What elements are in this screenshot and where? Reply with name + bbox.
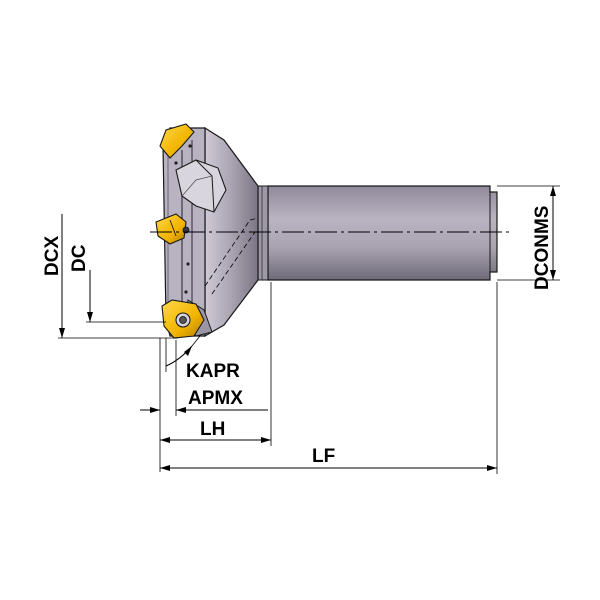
label-dc: DC: [69, 244, 90, 272]
dimension-lines: [58, 185, 560, 474]
label-lf: LF: [312, 446, 335, 467]
insert-top: [159, 123, 195, 159]
screw-dot: [186, 262, 190, 266]
label-lh: LH: [200, 419, 225, 440]
shank: [267, 185, 498, 281]
label-apmx: APMX: [188, 388, 243, 409]
insert-middle: [155, 213, 187, 245]
screw-dot: [188, 144, 192, 148]
label-kapr: KAPR: [186, 361, 240, 382]
screw-dot: [184, 290, 188, 294]
label-dcx: DCX: [42, 236, 63, 276]
label-dconms: DCONMS: [532, 206, 553, 290]
screw-dot: [174, 161, 178, 165]
inserts: [155, 123, 205, 339]
neck: [257, 185, 269, 281]
cutter-body: [162, 126, 498, 338]
